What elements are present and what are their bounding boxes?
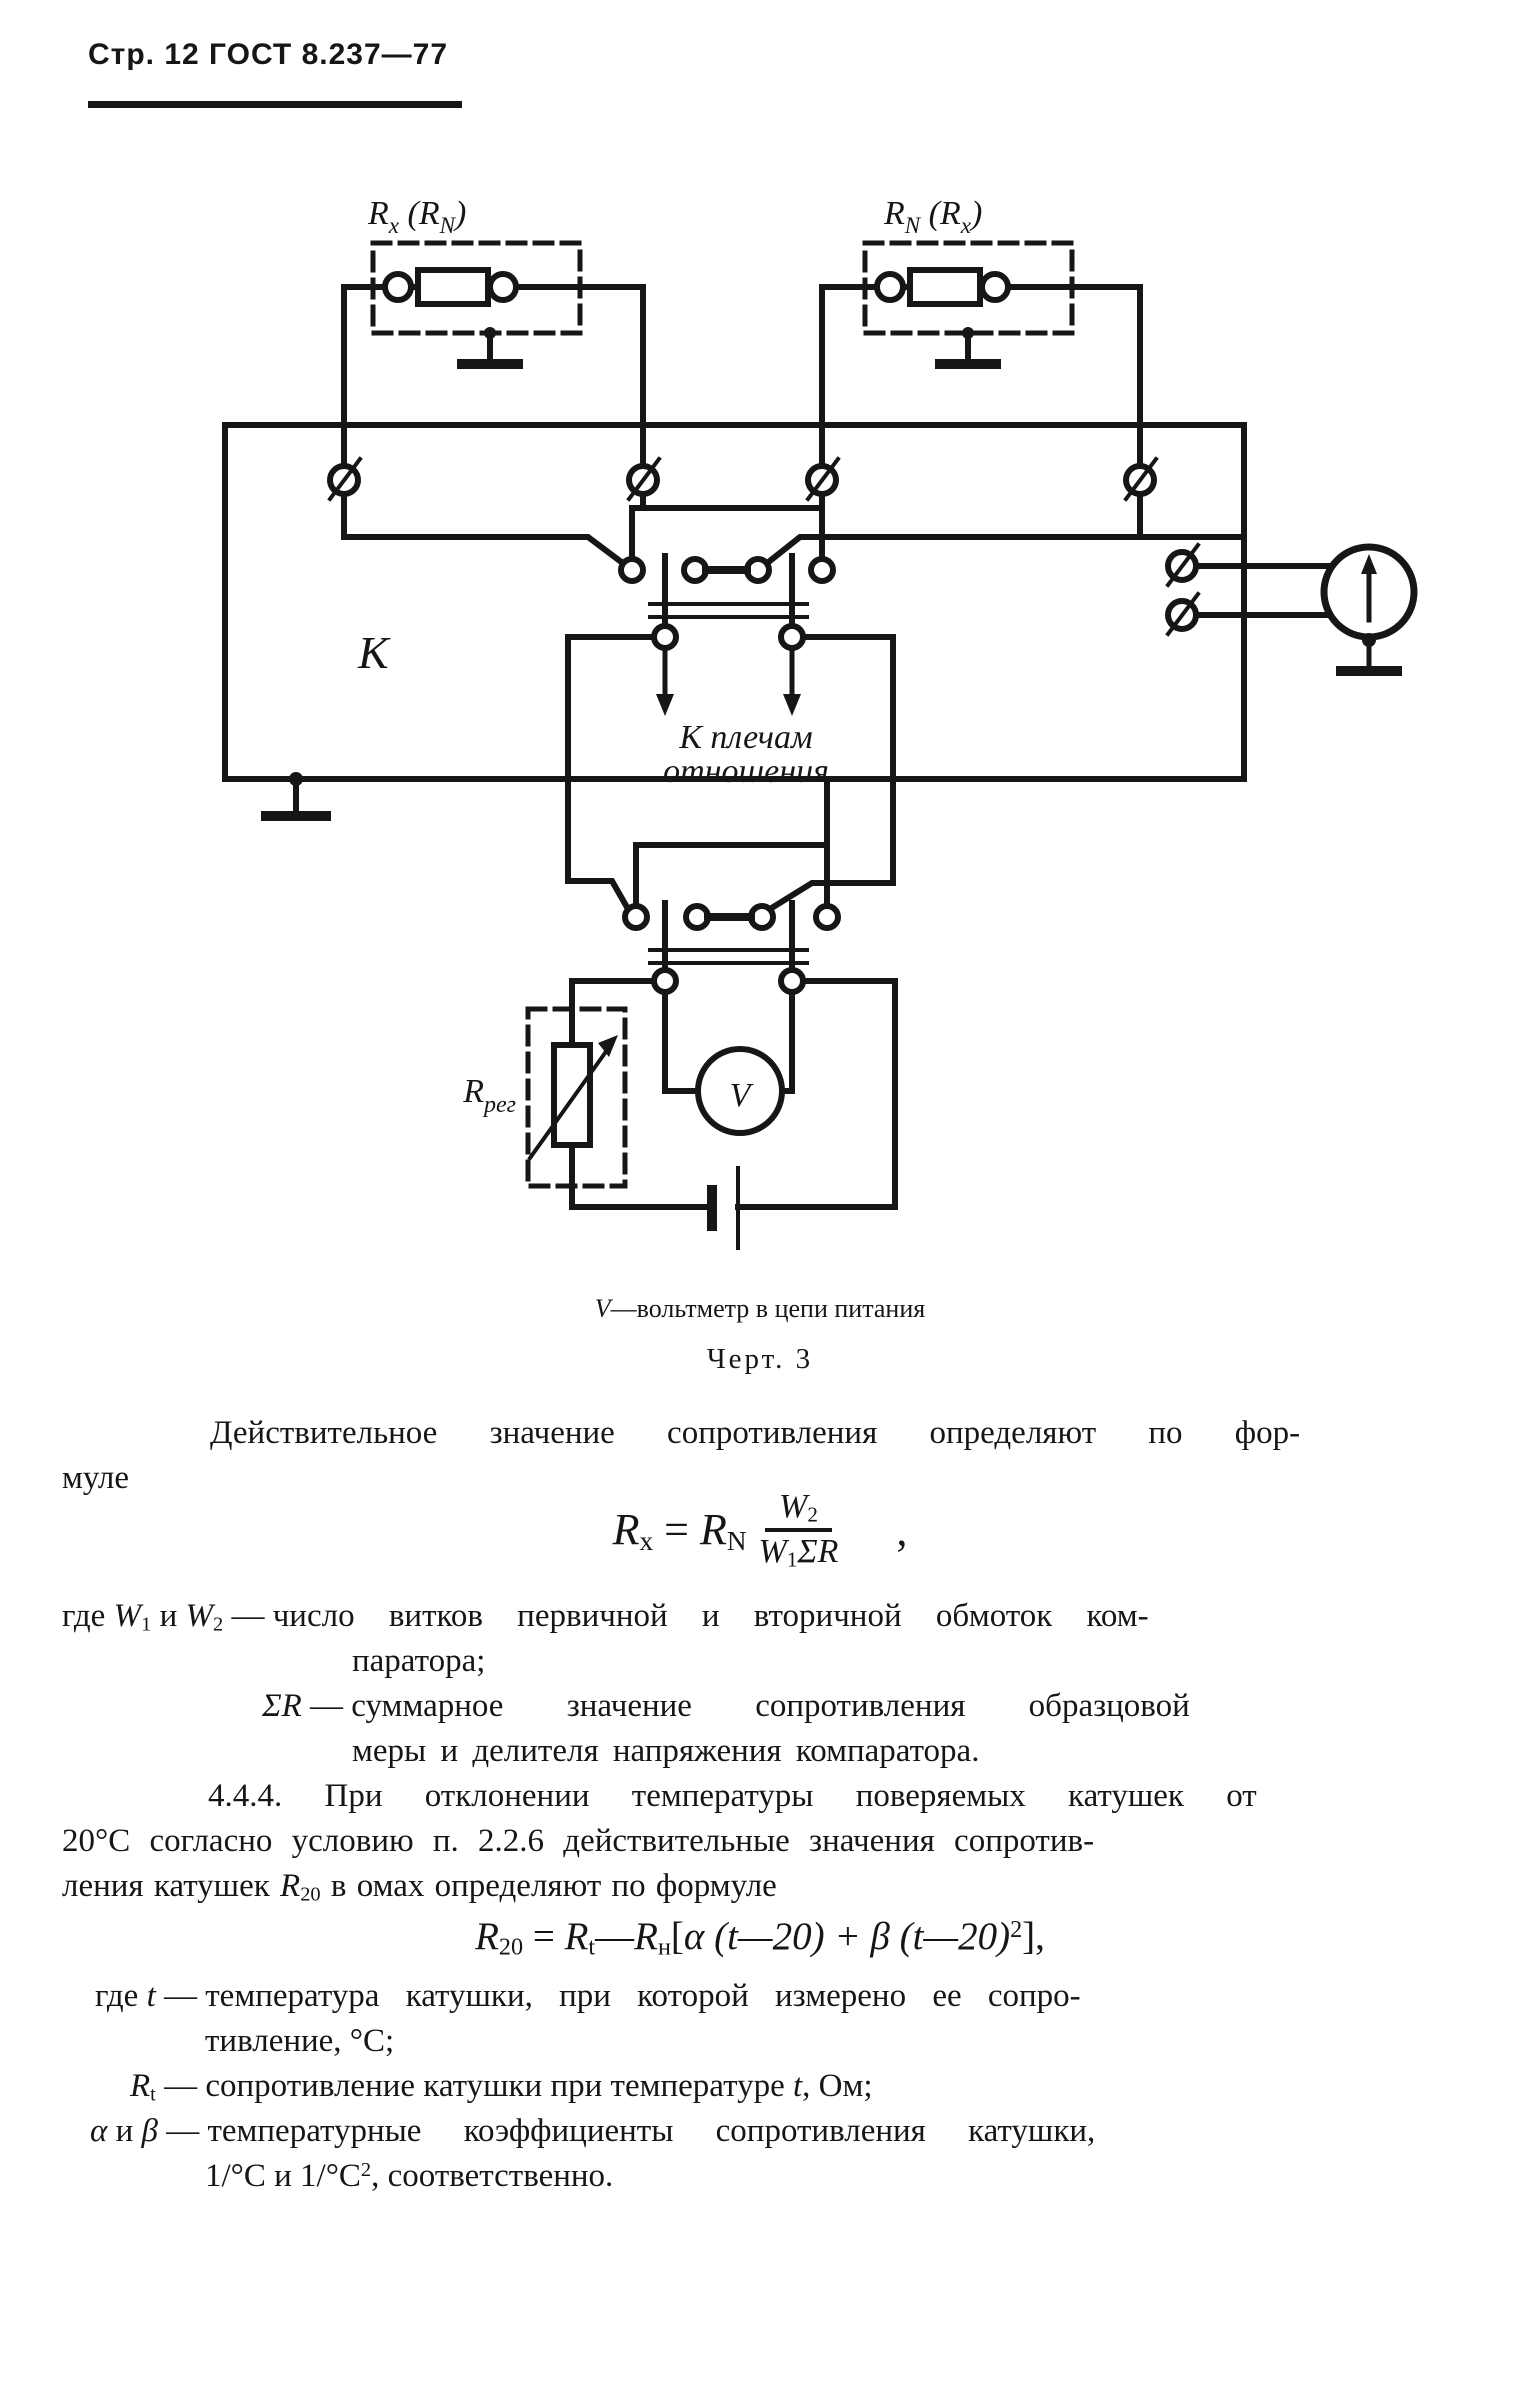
lower-switch [565, 776, 898, 1210]
switch-contact-icon [618, 556, 646, 584]
paragraph-line: 20°С согласно условию п. 2.2.6 действите… [62, 1823, 1095, 1859]
input-terminals [327, 456, 1159, 502]
formula-r20: R20 = Rt—Rн[α (t—20) + β (t—20)2], [475, 1915, 1045, 1961]
comparator-box [222, 422, 1247, 782]
galvanometer-needle [1361, 554, 1377, 623]
where-desc: температура катушки, при которой измерен… [205, 1978, 1081, 2014]
where-label: ΣR — [262, 1688, 352, 1724]
paragraph-line: ления катушек R20 в омах определяют по ф… [62, 1868, 777, 1906]
wire [779, 989, 795, 1094]
ground-icon [457, 327, 523, 369]
rreg-arrow-head [598, 1035, 618, 1057]
switch-contact-icon [808, 556, 836, 584]
switch-pole-icon [651, 623, 679, 651]
paragraph-line: Действительное значение сопротивления оп… [210, 1415, 1301, 1451]
where-line: где t — температура катушки, при которой… [95, 1978, 1081, 2015]
rreg-assembly [525, 1006, 628, 1189]
upper-switch [341, 491, 1247, 886]
ground-icon [261, 772, 331, 821]
coil-left-terminal-icon [487, 271, 519, 303]
galvanometer-assembly [1165, 542, 1418, 676]
formula-comma: , [896, 1505, 908, 1555]
coil-right-terminal-icon [979, 271, 1011, 303]
where-label: α и β — [90, 2113, 208, 2149]
where-line: где W1 и W2 — число витков первичной и в… [62, 1598, 1149, 1637]
ratio-arms-label-line2: отношения [663, 753, 829, 790]
header-rule [88, 101, 462, 108]
coil-right-label: RN (Rx) [883, 195, 982, 238]
where-desc: число витков первичной и вторичной обмот… [272, 1598, 1149, 1634]
coil-left-resistor-icon [415, 267, 491, 307]
formula-fraction: W2 W1ΣR [759, 1488, 839, 1572]
where-line: α и β — температурные коэффициенты сопро… [90, 2113, 1095, 2150]
switch-blade-left [341, 534, 629, 569]
wire [800, 634, 896, 886]
coil-right-terminal-icon [874, 271, 906, 303]
rreg-resistor-icon [551, 1042, 593, 1148]
coil-right-assembly [819, 240, 1143, 469]
switch-blade-right [761, 534, 1247, 569]
formula-lhs: Rx = RN [612, 1504, 747, 1556]
page-header: Стр. 12 ГОСТ 8.237—77 [88, 38, 449, 71]
switch-pole-icon [778, 967, 806, 995]
where-desc: суммарное значение сопротивления образцо… [351, 1688, 1190, 1724]
formula-rx: Rx = RN W2 W1ΣR , [0, 1488, 1520, 1572]
terminal-icon [327, 456, 363, 502]
paragraph-line: муле [62, 1460, 130, 1496]
rreg-arrow [527, 1043, 613, 1161]
switch-blade-right [765, 880, 896, 914]
where-desc: сопротивление катушки при температуре t,… [205, 2068, 873, 2104]
switch-bridge [629, 505, 825, 562]
figure-number: Черт. 3 [706, 1343, 814, 1375]
coil-left-terminal-icon [382, 271, 414, 303]
switch-pole-icon [651, 967, 679, 995]
where-desc: температурные коэффициенты сопротивления… [207, 2113, 1096, 2149]
where-line: ΣR — суммарное значение сопротивления об… [262, 1688, 1190, 1725]
figure-caption: V—вольтметр в цепи питания [594, 1294, 926, 1323]
coil-left-assembly [341, 240, 646, 469]
rreg-label: Rрег [462, 1073, 516, 1118]
where-line: 1/°С и 1/°С2, соответственно. [205, 2158, 614, 2194]
coil-left-label: Rx (RN) [367, 195, 466, 238]
switch-contact-icon [813, 903, 841, 931]
terminal-icon [1165, 591, 1201, 637]
where-label: где W1 и W2 — [62, 1598, 273, 1636]
ratio-arms-label-line1: К плечам [678, 719, 812, 756]
where-line: Rt — сопротивление катушки при температу… [130, 2068, 873, 2107]
wire [662, 989, 701, 1094]
where-line: тивление, °С; [205, 2023, 395, 2059]
terminal-icon [1123, 456, 1159, 502]
rreg-dashed-box [525, 1006, 628, 1189]
terminal-icon [1165, 542, 1201, 588]
fraction-denominator: W1ΣR [758, 1533, 839, 1572]
paragraph-line: 4.4.4. При отклонении температуры поверя… [208, 1778, 1257, 1814]
battery-icon [569, 1166, 898, 1250]
switch-pole-icon [778, 623, 806, 651]
comparator-label: К [357, 627, 391, 678]
where-label: где t — [95, 1978, 206, 2014]
where-label: Rt — [130, 2068, 206, 2106]
coil-right-resistor-icon [907, 267, 983, 307]
voltmeter-icon [695, 1046, 785, 1136]
where-line: паратора; [352, 1643, 486, 1679]
circuit-diagram: Rx (RN) RN (Rx) К К плечам отношения Rре… [222, 195, 1418, 1250]
ground-icon [935, 327, 1001, 369]
where-line: меры и делителя напряжения компаратора. [352, 1733, 980, 1769]
wire [565, 634, 657, 884]
arrow-down-icon [783, 645, 801, 716]
ground-icon [1336, 633, 1402, 676]
wire [800, 978, 898, 1210]
voltmeter-branch [662, 989, 795, 1136]
switch-contact-icon [622, 903, 650, 931]
fraction-numerator: W2 [765, 1488, 832, 1533]
arrow-down-icon [656, 645, 674, 716]
switch-blade-left [565, 878, 633, 914]
